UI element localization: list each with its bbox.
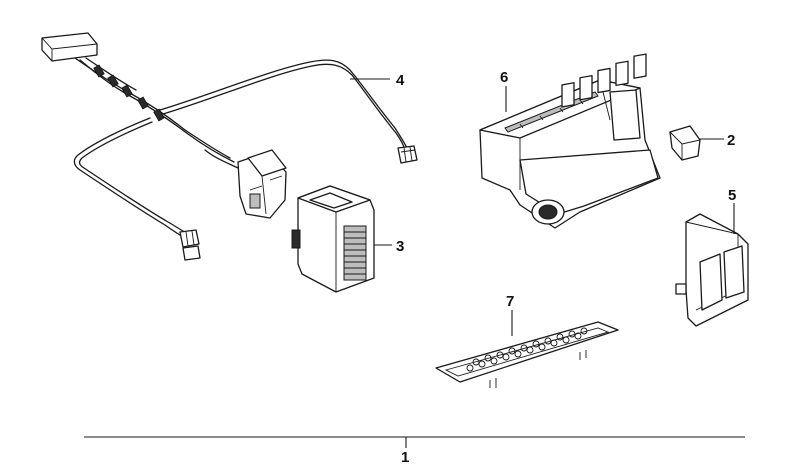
wiring-harness <box>41 32 418 261</box>
callout-5: 5 <box>728 187 736 204</box>
harness-right-branch <box>159 59 418 164</box>
callout-7: 7 <box>506 293 514 310</box>
harness-socket <box>204 149 287 219</box>
harness-left-branch <box>73 117 201 261</box>
harness-main-connector <box>41 32 98 62</box>
callout-6: 6 <box>500 69 508 86</box>
grille-tray <box>435 321 619 388</box>
harness-main-bundle <box>74 57 235 163</box>
callouts: 4 6 2 3 5 7 1 <box>396 69 736 466</box>
callout-2: 2 <box>727 132 735 149</box>
console-front-openings <box>519 53 659 215</box>
small-cap <box>669 125 701 161</box>
leader-lines <box>84 78 745 448</box>
switch-module <box>291 185 375 293</box>
console-housing <box>479 53 661 229</box>
callout-4: 4 <box>396 72 405 89</box>
switch-ribs <box>344 231 366 275</box>
grille-holes <box>466 327 588 372</box>
callout-3: 3 <box>396 238 404 255</box>
callout-1: 1 <box>401 449 409 466</box>
console-round-socket <box>531 199 565 225</box>
switch-frame <box>675 213 749 327</box>
